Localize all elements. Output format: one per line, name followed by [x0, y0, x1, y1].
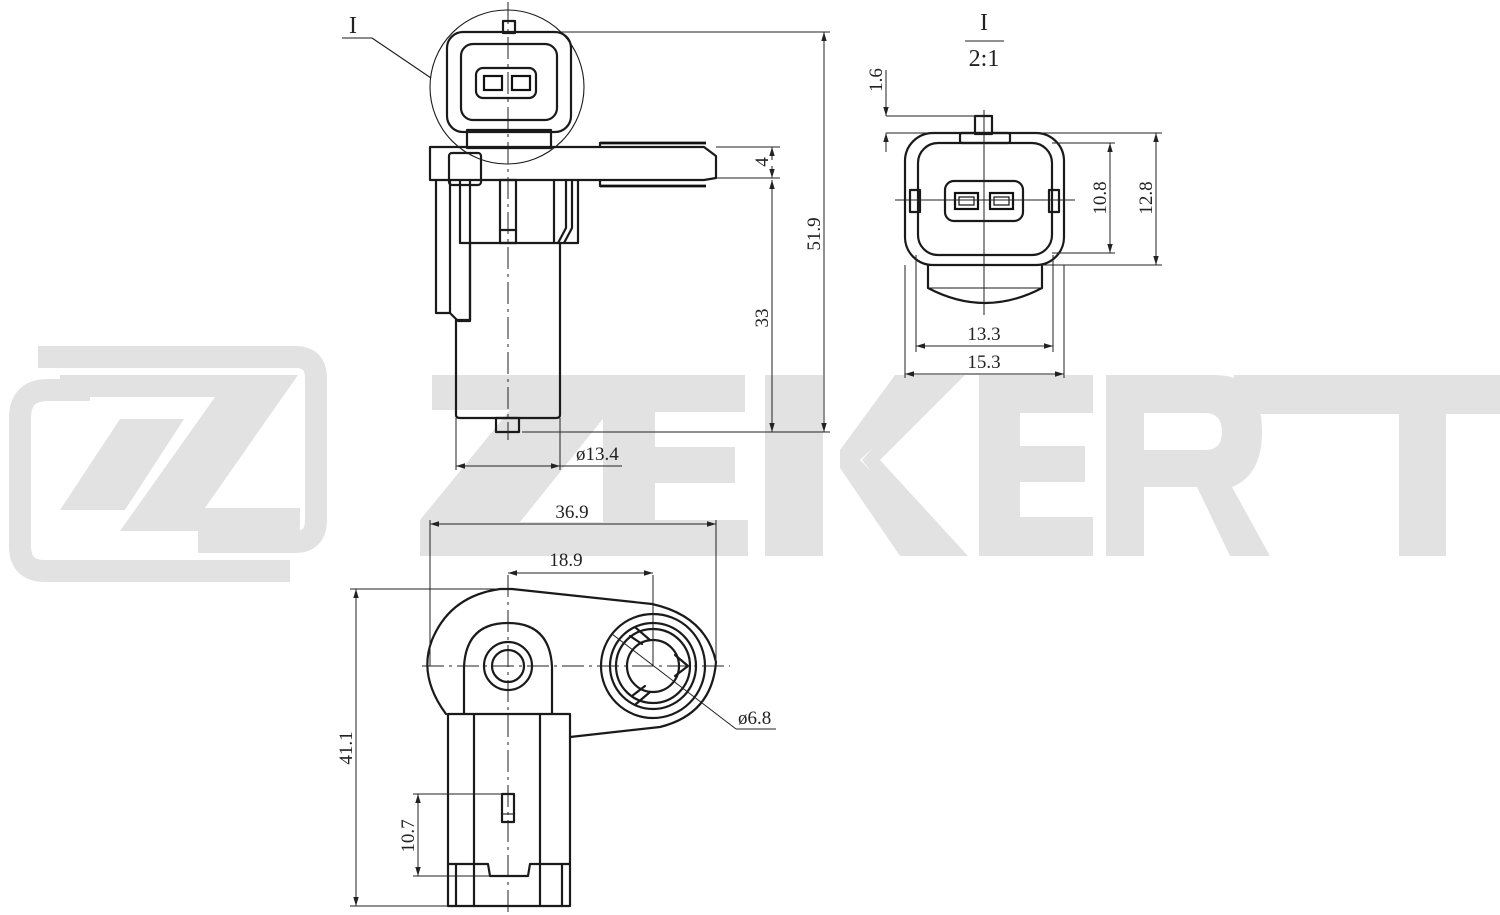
dim-overall-length: 36.9	[555, 502, 588, 523]
dim-mount-hole-diameter: ø6.8	[738, 708, 771, 729]
dim-body-height: 33	[752, 309, 773, 328]
detail-callout-label: I	[349, 13, 357, 39]
dim-overall-height: 41.1	[336, 731, 357, 764]
zekert-wordmark	[420, 375, 1500, 556]
dim-flange-thickness: 4	[752, 157, 773, 167]
dim-body-diameter: ø13.4	[576, 444, 619, 465]
zekert-logo-icon	[9, 346, 327, 582]
detail-view-scale: 2:1	[969, 46, 1000, 72]
dim-key-height: 1.6	[866, 68, 887, 92]
detail-circle	[429, 9, 585, 165]
dim-inner-height: 10.8	[1090, 181, 1111, 214]
dim-latch-offset: 10.7	[398, 819, 419, 852]
connector-detail-view: I 2:1 1.6 10.8	[866, 10, 1162, 378]
dim-outer-height: 12.8	[1136, 181, 1157, 214]
dim-total-height: 51.9	[804, 217, 825, 250]
top-view: 36.9 18.9 ø6.8 41.1 10.7	[336, 502, 776, 912]
side-view: I 4	[342, 2, 830, 470]
zekert-watermark	[9, 346, 1500, 582]
dim-outer-width: 15.3	[967, 352, 1000, 373]
dim-hole-spacing: 18.9	[549, 550, 582, 571]
dim-inner-width: 13.3	[967, 324, 1000, 345]
detail-view-title: I	[980, 10, 988, 36]
